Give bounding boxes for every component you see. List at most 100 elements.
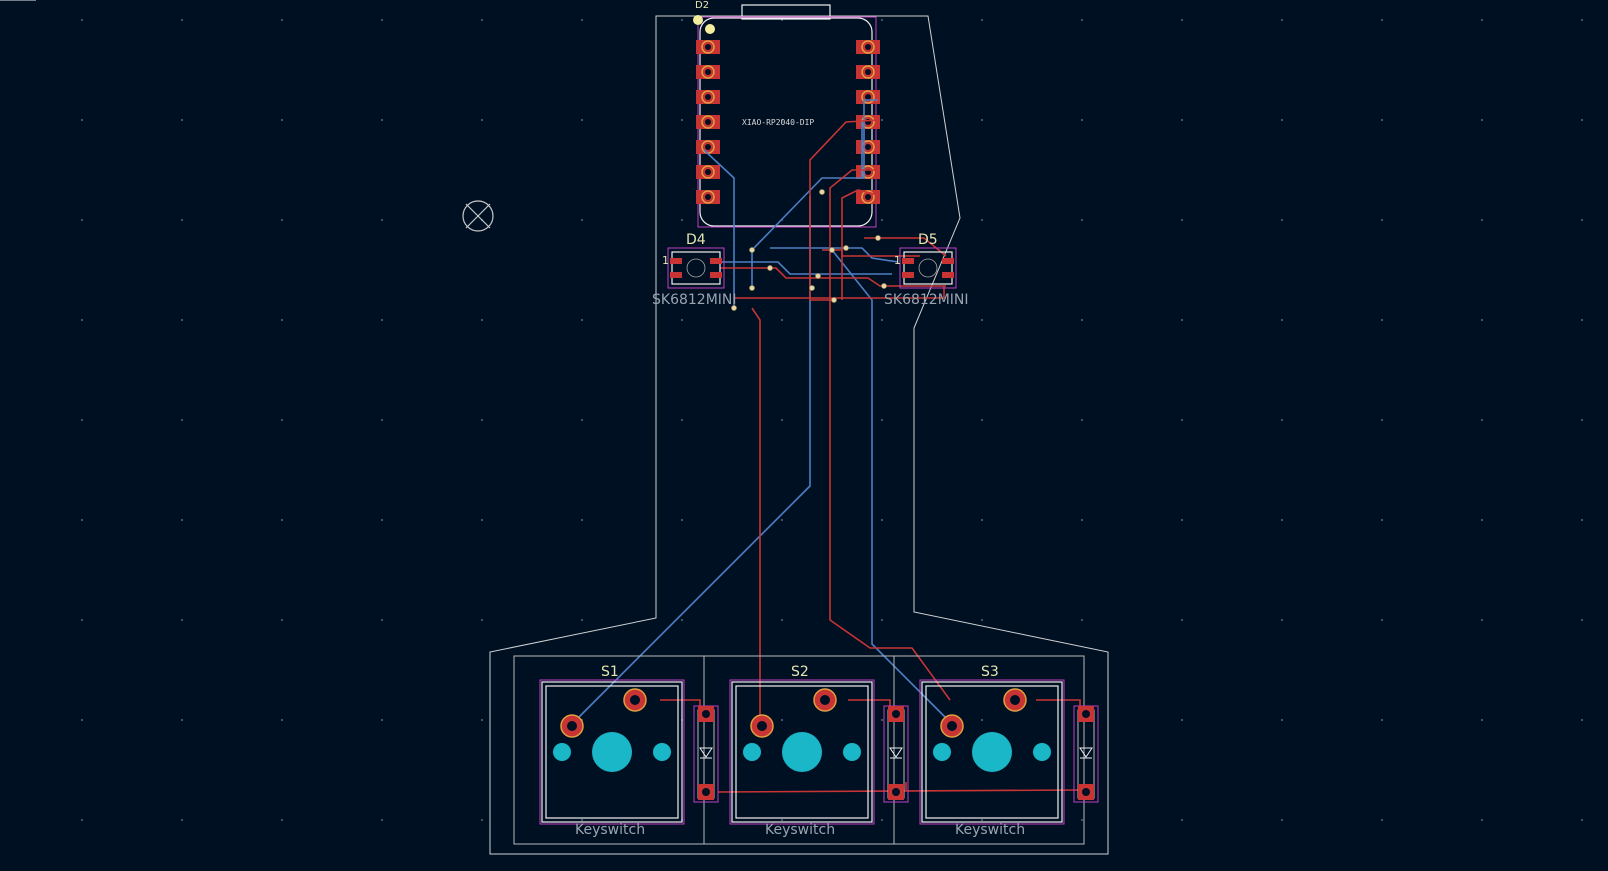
grid-dot xyxy=(1181,219,1183,221)
grid-dot xyxy=(81,619,83,621)
via xyxy=(819,189,825,195)
pad-hole xyxy=(705,144,711,150)
xiao-pin xyxy=(696,65,720,79)
grid-dot xyxy=(1481,519,1483,521)
grid-dot xyxy=(781,519,783,521)
switch-outline xyxy=(921,681,1063,823)
xiao-pin xyxy=(856,115,880,129)
grid-dot xyxy=(881,719,883,721)
grid-dot xyxy=(181,19,183,21)
grid-dot xyxy=(881,819,883,821)
led-d4-pin1: 1 xyxy=(662,254,669,267)
grid-dot xyxy=(681,619,683,621)
pin1-marker xyxy=(693,15,703,25)
switch-outline xyxy=(731,681,873,823)
diode-symbol xyxy=(699,747,713,758)
pad-hole xyxy=(865,44,871,50)
grid-dot xyxy=(1181,619,1183,621)
switch-s3-value: Keyswitch xyxy=(955,822,1025,838)
pad-hole xyxy=(705,94,711,100)
grid-dot xyxy=(581,319,583,321)
grid-dot xyxy=(381,719,383,721)
grid-dot xyxy=(1281,519,1283,521)
grid-dot xyxy=(1281,419,1283,421)
grid-dot xyxy=(581,19,583,21)
via xyxy=(749,247,755,253)
grid-dot xyxy=(1381,19,1383,21)
pad-hole xyxy=(705,119,711,125)
grid-dot xyxy=(181,319,183,321)
grid-dot xyxy=(981,819,983,821)
grid-dot xyxy=(281,419,283,421)
led-courtyard xyxy=(667,247,725,289)
grid-dot xyxy=(381,519,383,521)
grid-dot xyxy=(1581,519,1583,521)
via xyxy=(843,245,849,251)
grid-dot xyxy=(1381,419,1383,421)
grid-dot xyxy=(581,819,583,821)
grid-dot xyxy=(1281,119,1283,121)
led-pad xyxy=(942,258,954,264)
grid-dot xyxy=(181,719,183,721)
grid-dot xyxy=(881,419,883,421)
led-d5-reference: D5 xyxy=(918,232,938,248)
grid-dot xyxy=(681,219,683,221)
grid-dot xyxy=(281,819,283,821)
grid-dot xyxy=(981,219,983,221)
grid-dot xyxy=(581,419,583,421)
grid-dot xyxy=(781,119,783,121)
pin1-marker-alt xyxy=(705,24,715,34)
via xyxy=(749,285,755,291)
grid-dot xyxy=(81,119,83,121)
grid-dot xyxy=(381,419,383,421)
mount-hole-left xyxy=(933,743,951,761)
via xyxy=(881,283,887,289)
switch-s1-value: Keyswitch xyxy=(575,822,645,838)
crosshair-circle-icon[interactable] xyxy=(462,200,494,232)
grid-dot xyxy=(981,19,983,21)
switch-s2-value: Keyswitch xyxy=(765,822,835,838)
grid-dot xyxy=(1581,119,1583,121)
mount-hole-right xyxy=(653,743,671,761)
switch-footprint-s2 xyxy=(729,679,909,825)
grid-dot xyxy=(681,319,683,321)
led-pad xyxy=(670,258,682,264)
xiao-value: XIAO-RP2040-DIP xyxy=(742,118,814,127)
board-outline[interactable] xyxy=(489,15,1109,855)
vias xyxy=(731,189,887,311)
grid-dot xyxy=(1081,19,1083,21)
pad-hole xyxy=(705,44,711,50)
grid-dot xyxy=(1481,419,1483,421)
grid-dot xyxy=(1081,319,1083,321)
diode-hole xyxy=(1082,788,1090,796)
switch-plate-grid xyxy=(513,655,1085,845)
grid-dot xyxy=(1381,219,1383,221)
grid-dot xyxy=(1281,719,1283,721)
led-outline xyxy=(671,251,721,285)
grid-dot xyxy=(581,519,583,521)
grid-dot xyxy=(281,119,283,121)
grid-dot xyxy=(1481,819,1483,821)
grid-dot xyxy=(181,519,183,521)
xiao-pin xyxy=(856,90,880,104)
grid-dot xyxy=(481,319,483,321)
center-hole xyxy=(972,732,1012,772)
grid-dot xyxy=(1181,419,1183,421)
grid-dot xyxy=(781,319,783,321)
grid-dot xyxy=(1281,619,1283,621)
grid-dot xyxy=(981,619,983,621)
grid-dot xyxy=(1181,119,1183,121)
switch-s3-reference: S3 xyxy=(981,664,999,680)
grid-dot xyxy=(81,519,83,521)
via xyxy=(809,285,815,291)
switch-pin-hole xyxy=(757,721,767,731)
grid-dot xyxy=(81,19,83,21)
via xyxy=(875,235,881,241)
grid-dot xyxy=(1081,119,1083,121)
grid-dot xyxy=(981,519,983,521)
grid-dot xyxy=(1581,319,1583,321)
grid-dot xyxy=(1481,319,1483,321)
xiao-pin xyxy=(696,90,720,104)
grid-dot xyxy=(1081,219,1083,221)
